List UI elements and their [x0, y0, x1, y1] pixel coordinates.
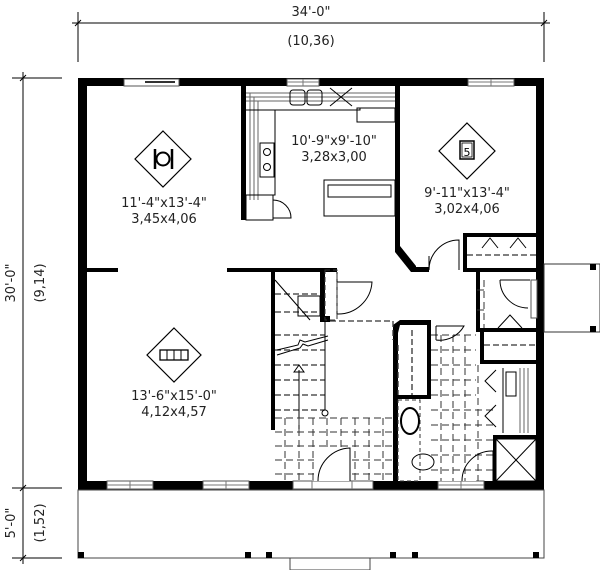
sofa-icon — [146, 327, 202, 383]
bedroom-dimensions-imperial: 9'-11"x13'-4" — [424, 186, 510, 201]
interior-walls — [87, 86, 536, 481]
staircase — [274, 269, 394, 430]
living-dimensions-metric: 4,12x4,57 — [141, 405, 207, 420]
sink-basin-right — [306, 89, 323, 106]
kitchen-island — [323, 179, 396, 217]
shower — [495, 438, 537, 482]
living-dimensions-imperial: 13'-6"x15'-0" — [131, 389, 217, 404]
bathtub-basin — [400, 407, 420, 435]
overall-width-imperial: 34'-0" — [291, 5, 330, 20]
room-dining: 11'-4"x13'-4" 3,45x4,06 — [121, 130, 207, 227]
kitchen-dimensions-metric: 3,28x3,00 — [301, 150, 367, 165]
top-dimension: 34'-0" (10,36) — [72, 5, 550, 62]
bedroom-dimensions-metric: 3,02x4,06 — [434, 202, 500, 217]
overall-width-metric: (10,36) — [287, 34, 334, 49]
bedroom-door-closets — [428, 237, 536, 271]
kitchen-cabinets — [245, 87, 396, 221]
bedroom-icon: 5 — [438, 122, 496, 180]
left-dimension: 30'-0" (9,14) 5'-0" (1,52) — [4, 72, 62, 564]
windows — [106, 78, 515, 490]
kitchen-dimensions-imperial: 10'-9"x9'-10" — [291, 134, 377, 149]
porch-depth-metric: (1,52) — [33, 503, 48, 542]
bathroom — [397, 325, 537, 482]
porch-depth-imperial: 5'-0" — [4, 508, 19, 539]
sink-basin-left — [289, 89, 306, 106]
dining-dimensions-imperial: 11'-4"x13'-4" — [121, 196, 207, 211]
dining-dimensions-metric: 3,45x4,06 — [131, 212, 197, 227]
overall-depth-metric: (9,14) — [33, 263, 48, 302]
front-porch — [77, 489, 545, 570]
room-kitchen: 10'-9"x9'-10" 3,28x3,00 — [291, 134, 377, 165]
dining-icon — [134, 130, 192, 188]
room-living: 13'-6"x15'-0" 4,12x4,57 — [131, 327, 217, 420]
overall-depth-imperial: 30'-0" — [4, 263, 19, 302]
stove — [259, 142, 275, 178]
svg-text:5: 5 — [464, 146, 471, 159]
side-entry — [476, 263, 600, 346]
room-bedroom: 5 9'-11"x13'-4" 3,02x4,06 — [424, 122, 510, 217]
foyer-tile — [275, 417, 393, 482]
toilet — [411, 453, 435, 471]
